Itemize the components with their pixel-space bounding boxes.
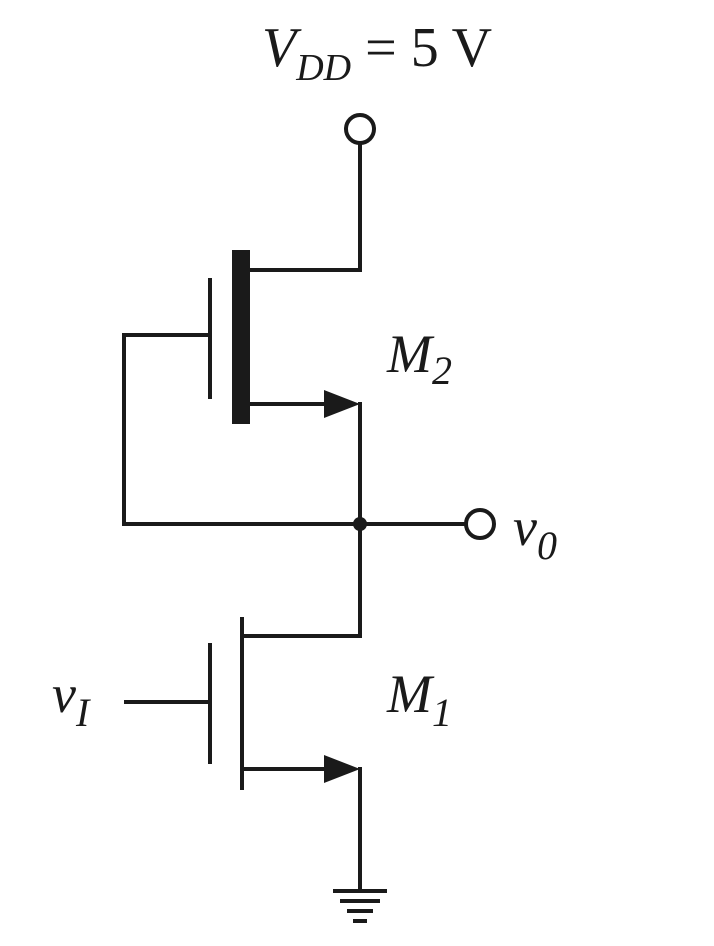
vdd-subscript: DD: [295, 47, 351, 89]
vout-symbol: v: [513, 497, 537, 557]
m1-drain-wire: [240, 522, 362, 638]
vin-subscript: I: [75, 690, 91, 735]
ground-icon: [333, 889, 387, 923]
vdd-symbol: V: [262, 17, 302, 79]
m1-source-arrow: [324, 755, 360, 783]
input-label: vI: [52, 664, 91, 735]
m2-channel: [232, 250, 250, 424]
m2-subscript: 2: [432, 348, 452, 393]
m2-symbol: M: [386, 324, 435, 384]
m2-label: M2: [386, 324, 452, 393]
vdd-value: = 5 V: [351, 17, 492, 79]
output-label: v0: [513, 497, 557, 568]
vdd-label: VDD = 5 V: [262, 17, 492, 89]
m2-source-arrow: [324, 390, 360, 418]
vdd-wire: [246, 141, 362, 272]
m1-symbol: M: [386, 664, 435, 724]
m2-gate-feedback-wire: [122, 333, 362, 526]
vout-subscript: 0: [537, 523, 557, 568]
vdd-terminal: [344, 113, 376, 145]
vin-symbol: v: [52, 664, 76, 724]
m1-label: M1: [386, 664, 452, 735]
m1-subscript: 1: [432, 690, 452, 735]
output-terminal: [464, 508, 496, 540]
